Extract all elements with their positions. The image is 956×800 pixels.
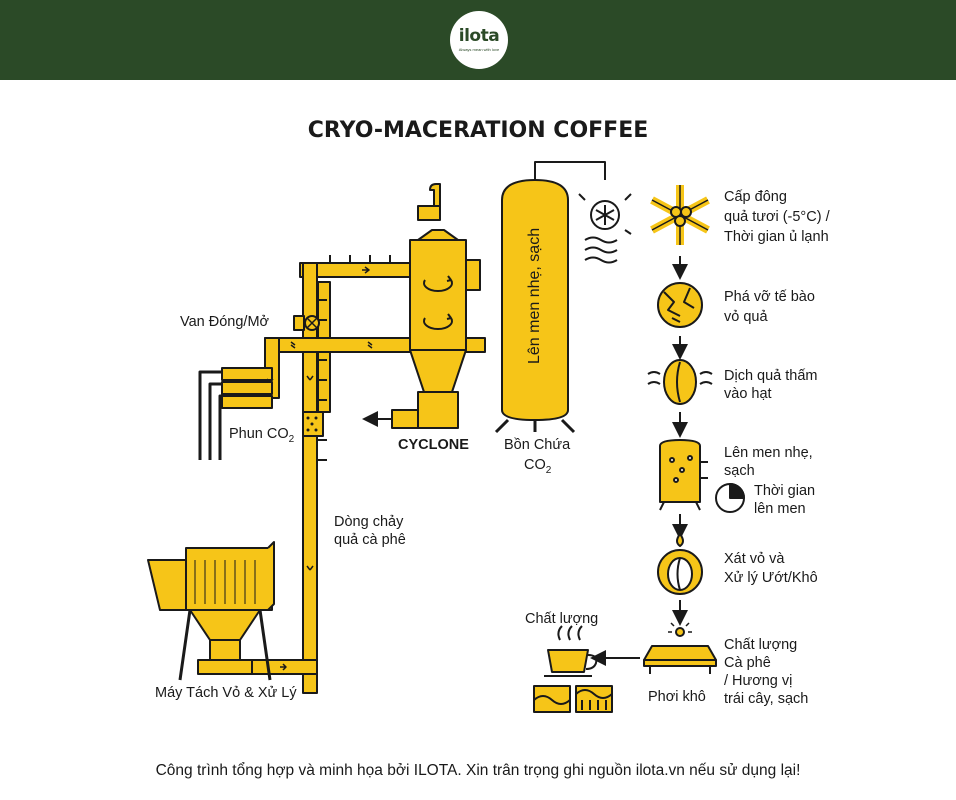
tank-vertical-label: Lên men nhẹ, sạch xyxy=(526,227,543,364)
tank-label: Bồn Chứa xyxy=(504,437,571,453)
huller-label: Máy Tách Vỏ & Xử Lý xyxy=(155,685,297,701)
step2-line1: Phá vỡ tế bào xyxy=(724,289,815,305)
tank-co2-text: CO xyxy=(524,457,546,473)
step3-line2: vào hạt xyxy=(724,386,772,402)
valve-icon[interactable] xyxy=(293,315,320,331)
flow-label-line2: quả cà phê xyxy=(334,532,406,548)
step6-line3: / Hương vị xyxy=(724,673,793,689)
valve-label: Van Đóng/Mở xyxy=(180,314,270,330)
ilota-logo[interactable]: ilota Always mean with love xyxy=(450,11,508,69)
tank-co2-label: CO2 xyxy=(524,456,551,480)
fermentation-tank-icon xyxy=(659,439,708,511)
step4-extra2: lên men xyxy=(754,501,806,517)
step6-line1: Chất lượng xyxy=(724,637,798,653)
cyclone-icon xyxy=(391,183,481,429)
snowflake-icon xyxy=(650,185,710,245)
clock-icon xyxy=(715,483,745,513)
quality-chart-icon xyxy=(533,685,613,713)
step4-line2: sạch xyxy=(724,463,755,479)
diagram-title: CRYO-MACERATION COFFEE xyxy=(307,118,649,143)
logo-text: ilota xyxy=(458,26,500,46)
step3-line1: Dịch quả thấm xyxy=(724,368,818,384)
step1-line2: quả tươi (-5°C) / xyxy=(724,209,830,225)
pipe-network xyxy=(198,255,486,694)
step2-line2: vỏ quả xyxy=(724,309,768,325)
cold-icon xyxy=(578,193,632,264)
step4-line1: Lên men nhẹ, xyxy=(724,445,813,461)
hulled-bean-icon xyxy=(657,533,703,595)
co2-tank-icon xyxy=(494,161,606,434)
cyclone-label: CYCLONE xyxy=(398,437,469,453)
huller-machine-icon xyxy=(147,541,275,681)
broken-cell-icon xyxy=(657,282,703,328)
logo-tagline: Always mean with love xyxy=(458,47,500,52)
tank-co2-sub: 2 xyxy=(545,464,552,476)
header-bar: ilota Always mean with love xyxy=(0,0,956,80)
drying-bed-icon xyxy=(643,620,717,674)
step5-line1: Xát vỏ và xyxy=(724,551,785,567)
footer-credit: Công trình tổng hợp và minh họa bởi ILOT… xyxy=(155,762,801,779)
flow-label-line1: Dòng chảy xyxy=(334,514,404,530)
co2-spray-sub: 2 xyxy=(288,433,295,445)
step1-line3: Thời gian ủ lạnh xyxy=(724,229,829,245)
co2-spray-text: Phun CO xyxy=(229,426,289,442)
step6-line4: trái cây, sạch xyxy=(724,691,809,707)
bean-soak-icon xyxy=(647,359,713,405)
quality-label: Chất lượng xyxy=(525,611,599,627)
step1-line1: Cấp đông xyxy=(724,189,787,205)
step5-line2: Xử lý Ướt/Khô xyxy=(724,570,818,586)
coffee-cup-icon xyxy=(544,625,598,677)
co2-spray-label: Phun CO2 xyxy=(229,425,294,449)
co2-spray-icon xyxy=(306,416,318,432)
step4-extra1: Thời gian xyxy=(754,483,816,499)
dry-label: Phơi khô xyxy=(648,689,706,705)
step6-line2: Cà phê xyxy=(724,655,771,671)
